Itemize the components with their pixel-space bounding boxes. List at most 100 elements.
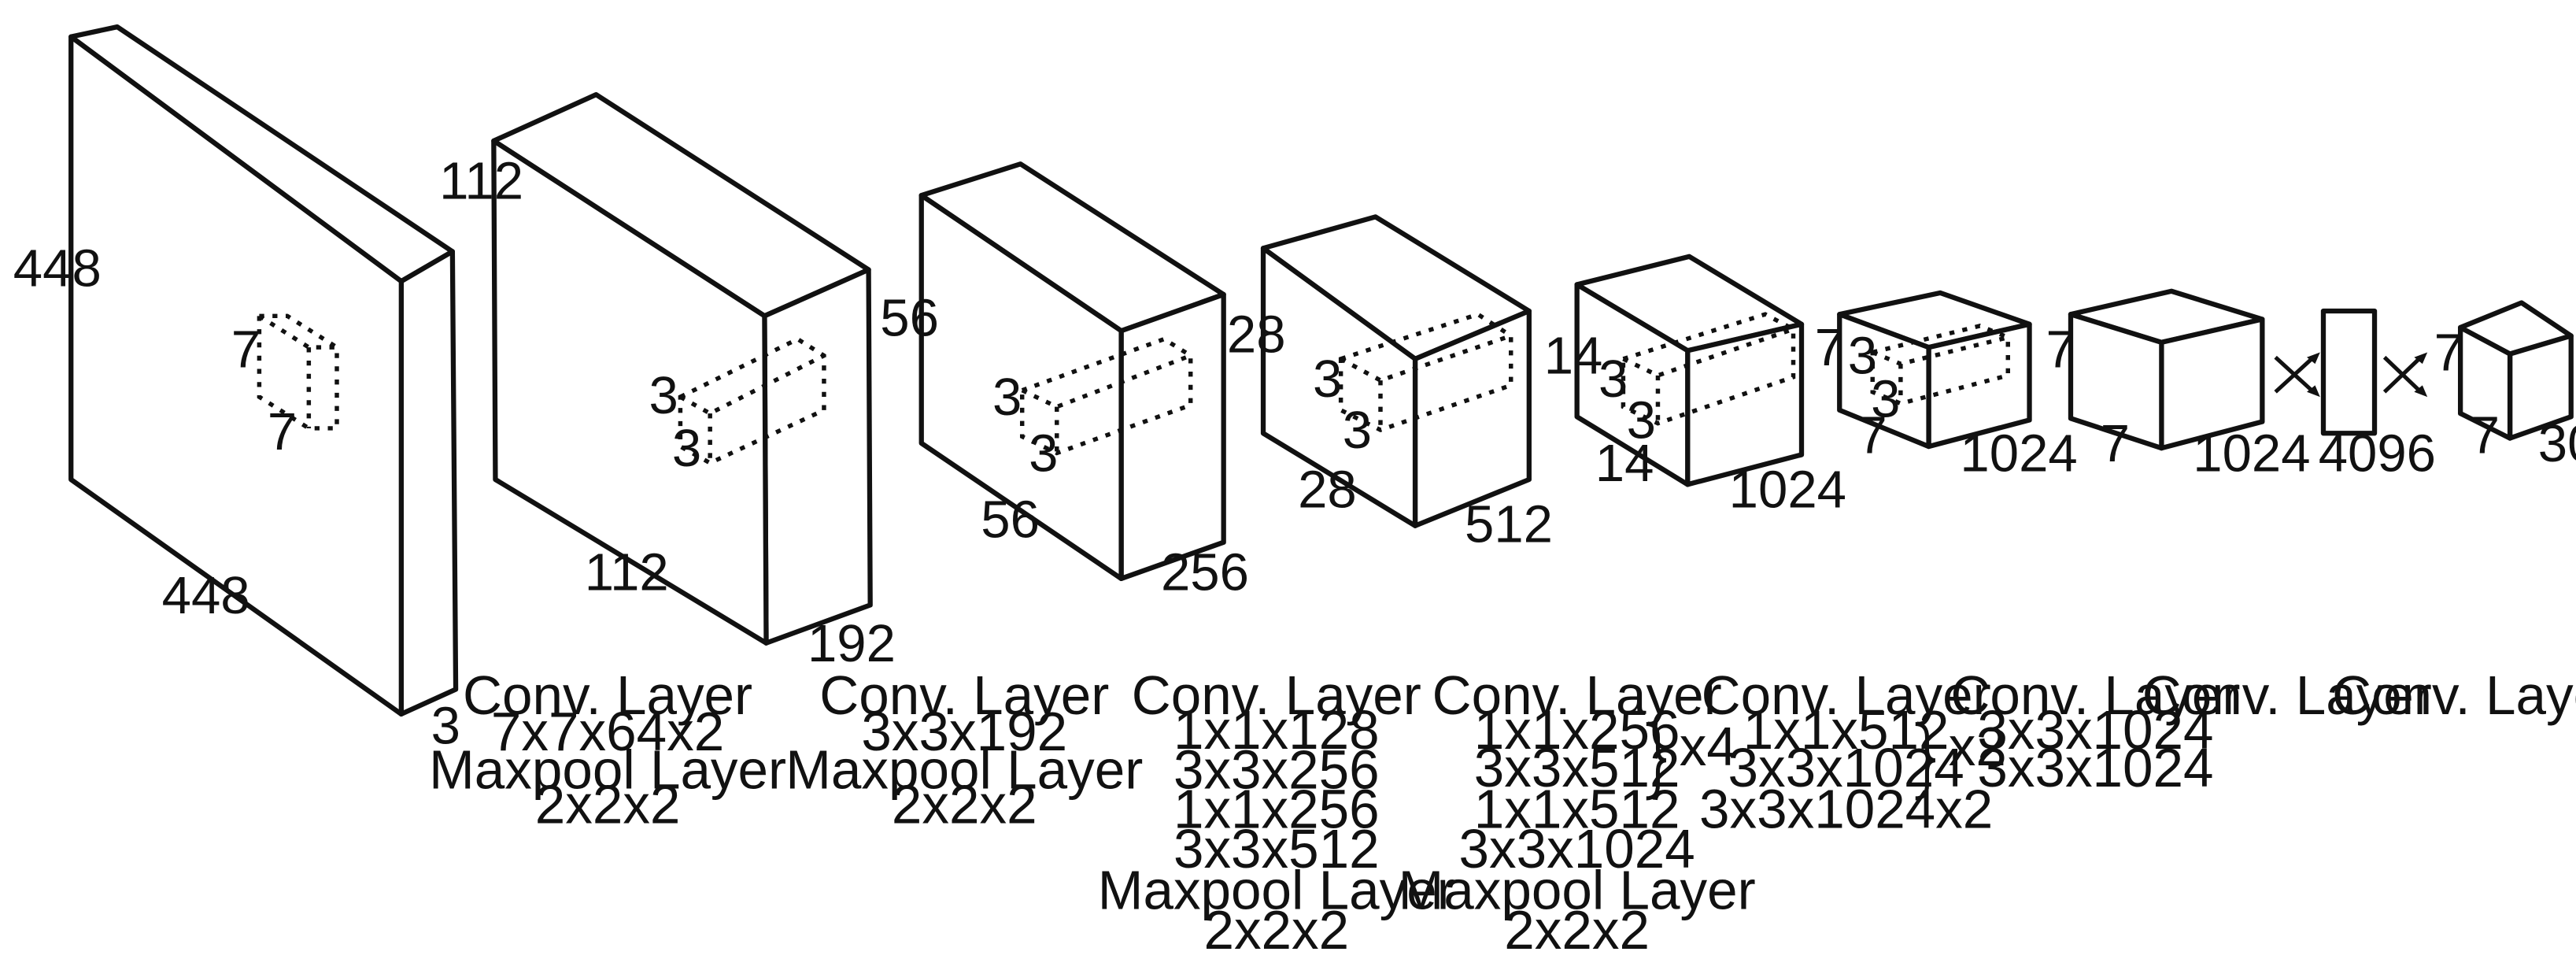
layer-group-2: Conv. Layer 3x3x192 Maxpool Layer 2x2x2 xyxy=(785,665,1143,835)
input-volume-side xyxy=(398,249,459,717)
volume-56-kernel-h-label: 3 xyxy=(992,368,1022,427)
layer-group-4-line: Conv. Layer xyxy=(1432,665,1722,726)
layer-group-1: Conv. Layer 7x7x64x2 Maxpool Layer 2x2x2 xyxy=(429,665,786,835)
volume-7-a-front xyxy=(1837,312,1931,450)
layer-group-3-line: 2x2x2 xyxy=(1203,899,1349,959)
volume-28-kernel-w-label: 3 xyxy=(1343,401,1372,460)
volume-56-width-label: 56 xyxy=(981,490,1040,549)
layer-group-6-line: Conv. Layer xyxy=(1950,665,2240,726)
volume-7-b: 7 7 1024 xyxy=(2046,288,2311,483)
repeat-count-label: x4 xyxy=(1680,716,1737,777)
volume-112-depth-label: 192 xyxy=(808,614,896,673)
volume-56-kernel-box xyxy=(1019,336,1193,456)
input-width-label: 448 xyxy=(162,566,250,625)
volume-56-kernel-w-label: 3 xyxy=(1029,424,1058,483)
layer-group-2-line: Conv. Layer xyxy=(819,665,1109,726)
layer-group-7-line: Conv. Layer xyxy=(2142,665,2432,726)
volume-56: 56 56 256 3 3 xyxy=(880,161,1249,602)
volume-112-kernel-w-label: 3 xyxy=(672,419,701,478)
layer-group-5-line: Conv. Layer xyxy=(1702,665,1991,726)
volume-28-height-label: 28 xyxy=(1227,305,1286,364)
layer-group-5-line: 1x1x512 xyxy=(1743,699,1950,761)
layer-group-1-line: Conv. Layer xyxy=(463,665,752,726)
volume-56-depth-label: 256 xyxy=(1161,543,1249,602)
output-width-label: 7 xyxy=(2471,405,2500,465)
volume-28: 28 28 512 3 3 xyxy=(1227,214,1553,554)
volume-112: 112 112 192 3 3 xyxy=(439,92,896,673)
layer-group-7: Conv. Layer xyxy=(2142,665,2432,726)
layer-group-4-line: 1x1x512 xyxy=(1474,779,1680,840)
layer-group-5-line: 3x3x1024x2 xyxy=(1699,779,1993,840)
input-depth-label: 3 xyxy=(431,697,460,756)
volume-7-a-width-label: 7 xyxy=(1857,405,1887,465)
volume-28-depth-label: 512 xyxy=(1465,495,1553,554)
layer-group-3-line: 3x3x256 xyxy=(1173,739,1380,800)
repeat-count-label: x2 xyxy=(1949,716,2006,777)
volume-7-b-front xyxy=(2068,312,2164,451)
layer-group-2-line: 3x3x192 xyxy=(861,701,1067,762)
volume-7-b-width-label: 7 xyxy=(2101,414,2130,473)
layer-group-1-line: 2x2x2 xyxy=(535,773,681,835)
layer-group-3-line: Conv. Layer xyxy=(1132,665,1421,726)
volume-14: 14 14 1024 3 3 xyxy=(1544,254,1846,520)
volume-7-a-kernel-h-label: 3 xyxy=(1848,327,1877,386)
volume-56-front xyxy=(918,192,1124,582)
layer-group-8-line: Conv. Layer xyxy=(2332,665,2576,726)
volume-7-a-kernel-w-label: 3 xyxy=(1871,369,1900,428)
layer-group-6-line: 3x3x1024 xyxy=(1977,737,2213,798)
input-height-label: 448 xyxy=(13,239,102,298)
layer-group-4-line: 3x3x512 xyxy=(1474,737,1680,798)
layer-group-5: Conv. Layer 1x1x512 3x3x1024 3x3x1024x2 … xyxy=(1699,665,2006,840)
layer-group-2-line: Maxpool Layer xyxy=(785,739,1143,800)
input-volume-front xyxy=(68,34,404,717)
input-kernel-w-label: 7 xyxy=(268,402,297,461)
layer-group-2-line: 2x2x2 xyxy=(892,773,1037,835)
layer-group-3-line: 1x1x128 xyxy=(1173,699,1380,761)
volume-112-side xyxy=(762,267,873,646)
fully-connected-layer: 4096 xyxy=(2274,308,2436,483)
fc-size-label: 4096 xyxy=(2319,424,2436,483)
connection-arrow xyxy=(2274,355,2315,394)
volume-14-kernel-box xyxy=(1621,312,1796,426)
output-depth-label: 30 xyxy=(2538,414,2576,473)
volume-14-width-label: 14 xyxy=(1595,434,1654,493)
input-volume: 448 448 3 7 7 xyxy=(13,24,460,756)
layer-group-8: Conv. Layer xyxy=(2332,665,2576,726)
volume-56-height-label: 56 xyxy=(880,288,939,347)
layer-group-1-line: 7x7x64x2 xyxy=(491,701,724,762)
output-volume: 7 7 30 xyxy=(2434,300,2576,473)
volume-7-a-kernel-box xyxy=(1870,324,2010,406)
volume-28-kernel-h-label: 3 xyxy=(1313,350,1342,409)
input-kernel-h-label: 7 xyxy=(231,320,261,379)
layer-group-3-line: Maxpool Layer xyxy=(1098,859,1455,920)
volume-112-kernel-h-label: 3 xyxy=(649,366,678,425)
layer-group-3-line: 3x3x512 xyxy=(1173,818,1380,879)
layer-group-4-line: 3x3x1024 xyxy=(1459,818,1695,879)
volume-28-width-label: 28 xyxy=(1298,461,1357,520)
volume-7-a-height-label: 7 xyxy=(1815,318,1844,377)
layer-group-4: Conv. Layer 1x1x256 3x3x512 1x1x512 3x3x… xyxy=(1399,665,1756,959)
volume-56-side xyxy=(1118,291,1226,582)
volume-14-kernel-w-label: 3 xyxy=(1627,391,1656,450)
volume-14-front xyxy=(1574,282,1691,487)
volume-112-width-label: 112 xyxy=(585,543,669,602)
fc-4096-bar xyxy=(2320,308,2378,436)
volume-112-height-label: 112 xyxy=(439,151,523,210)
layer-group-1-line: Maxpool Layer xyxy=(429,739,786,800)
volume-14-kernel-h-label: 3 xyxy=(1598,350,1628,409)
layer-group-6-line: 3x3x1024 xyxy=(1977,699,2213,761)
volume-7-b-height-label: 7 xyxy=(2046,320,2075,379)
output-height-label: 7 xyxy=(2434,324,2463,383)
layer-group-4-line: 1x1x256 xyxy=(1474,699,1680,761)
volume-7-a-depth-label: 1024 xyxy=(1960,424,2077,483)
volume-112-front xyxy=(491,138,769,646)
output-volume-front xyxy=(2457,324,2513,441)
input-kernel-box xyxy=(257,313,339,431)
layer-group-6: Conv. Layer 3x3x1024 3x3x1024 xyxy=(1950,665,2240,798)
layer-group-3-line: 1x1x256 xyxy=(1173,779,1380,840)
layer-group-3: Conv. Layer 1x1x128 3x3x256 1x1x256 3x3x… xyxy=(1098,665,1455,959)
layer-group-4-line: 2x2x2 xyxy=(1504,899,1650,959)
connection-arrow xyxy=(2382,355,2423,394)
volume-7-b-depth-label: 1024 xyxy=(2193,424,2310,483)
